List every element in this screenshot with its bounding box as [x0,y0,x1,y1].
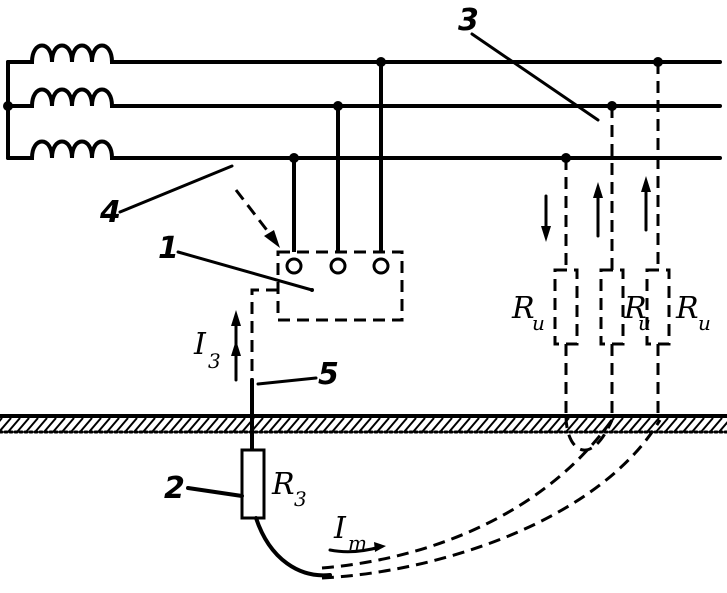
insulation-resistance-sub-1: u [532,311,545,335]
return-current-sub: т [348,531,367,555]
insulation-resistance-sub-2: u [638,311,651,335]
phase-lines [122,60,722,160]
insulation-resistance-sub-3: u [698,311,711,335]
generator-windings [3,43,126,160]
ground-current-label: I [193,327,207,362]
callout-5: 5 [318,357,339,392]
callout-2: 2 [164,471,185,506]
ground-surface [0,414,727,434]
ground-current-sub: 3 [208,349,221,373]
insulation-branches [541,57,671,416]
ground-conductor [250,288,278,454]
return-current-label: I [333,511,347,546]
insulation-resistance-label-3: R [675,291,699,326]
return-current-paths [254,415,662,580]
ground-electrode [240,448,266,520]
callout-4: 4 [99,195,121,230]
callout-1: 1 [158,231,179,266]
insulation-resistance-label-2: R [623,291,647,326]
insulation-resistance-label-1: R [511,291,535,326]
consumer-feeders [289,57,386,264]
leader-lines [118,32,600,498]
ground-resistance-sub: 3 [294,487,307,511]
ground-resistance-label: R [271,467,295,502]
ground-current-arrows [231,310,386,554]
callout-3: 3 [458,3,479,38]
